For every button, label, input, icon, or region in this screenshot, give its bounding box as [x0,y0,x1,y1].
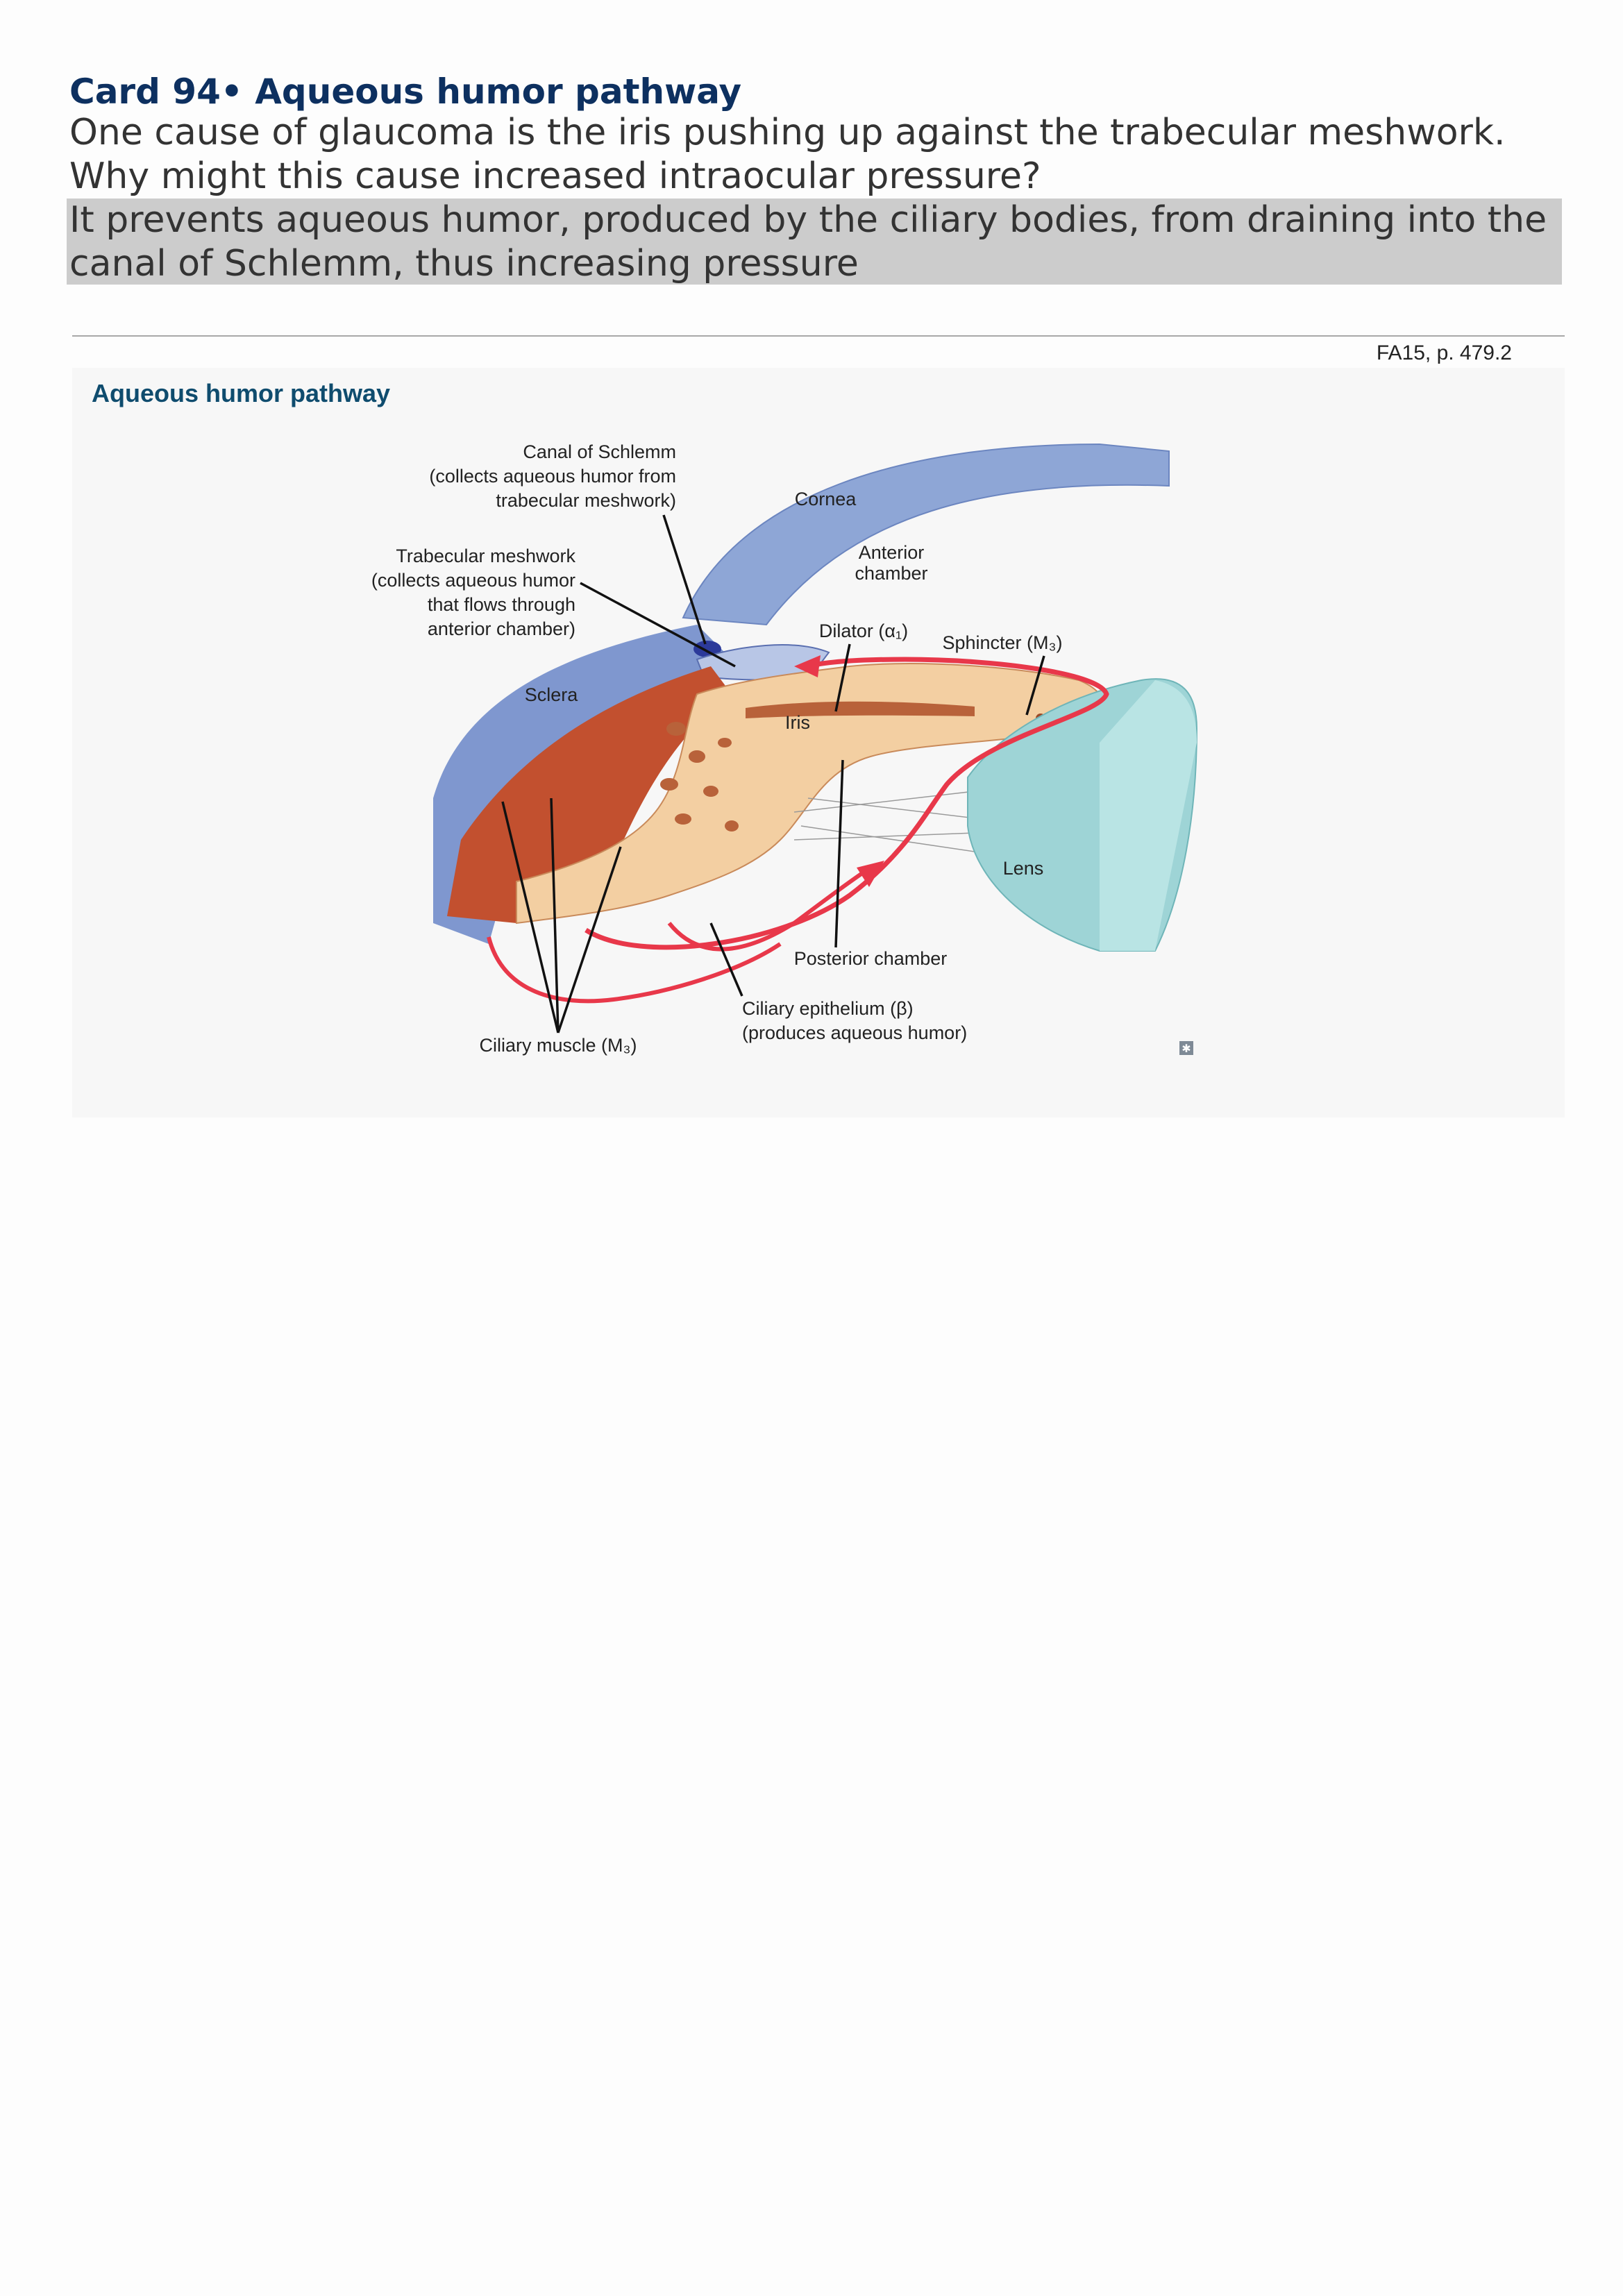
label-ciliary-epithelium: Ciliary epithelium (β) [742,998,914,1019]
label-trabecular-meshwork: (collects aqueous humor [371,570,575,591]
label-canal-of-schlemm: (collects aqueous humor from [429,466,676,487]
label-sclera: Sclera [525,684,579,705]
label-iris: Iris [785,712,810,733]
aqueous-flow-arrow [667,866,872,952]
answer-text: It prevents aqueous humor, produced by t… [67,199,1562,285]
answer-line: canal of Schlemm, thus increasing pressu… [69,243,859,285]
label-anterior-chamber: Anterior [859,542,925,563]
pointer-line [501,801,560,1033]
eye-anatomy-diagram: Canal of Schlemm (collects aqueous humor… [371,441,1198,1056]
expand-icon[interactable] [1179,1041,1193,1055]
label-anterior-chamber: chamber [855,563,927,584]
figure-title: Aqueous humor pathway [92,379,391,407]
label-cornea: Cornea [795,489,857,509]
pointer-line [550,797,560,1033]
answer-line: It prevents aqueous humor, produced by t… [69,199,1547,241]
card-title: Card 94• Aqueous humor pathway [69,71,742,112]
pointer-line [709,922,743,997]
cornea-shape [682,443,1170,626]
canal-of-schlemm [693,641,721,657]
label-canal-of-schlemm: trabecular meshwork) [496,490,676,511]
label-trabecular-meshwork: anterior chamber) [428,618,575,639]
page-reference: FA15, p. 479.2 [1376,341,1512,364]
aqueous-flow-arrow [487,936,782,1004]
pointer-line [662,514,707,645]
label-trabecular-meshwork: Trabecular meshwork [396,546,575,566]
iris-shape [516,663,1106,925]
ciliary-muscle-shape [447,666,732,923]
pointer-line [557,846,622,1033]
expand-icon-glyph: ✱ [1181,1042,1191,1055]
question-line: Why might this cause increased intraocul… [69,155,1041,197]
label-posterior-chamber: Posterior chamber [794,948,948,969]
question-line: One cause of glaucoma is the iris pushin… [69,112,1506,153]
divider [72,335,1565,337]
label-canal-of-schlemm: Canal of Schlemm [523,441,676,462]
aqueous-flow-arrow [585,657,1109,950]
label-sphincter: Sphincter (M₃) [942,632,1062,653]
label-ciliary-epithelium: (produces aqueous humor) [742,1022,967,1043]
flow-arrowhead [794,655,821,677]
pointer-line [834,759,844,948]
dilator-band [746,701,975,718]
lens-face [1100,680,1197,951]
pointer-line [834,643,851,712]
pointer-line [1025,655,1045,716]
ciliary-processes [660,722,739,832]
label-trabecular-meshwork: that flows through [428,594,575,615]
pointer-line [580,582,736,668]
flow-arrowhead [857,861,884,887]
label-ciliary-muscle: Ciliary muscle (M₃) [480,1035,637,1056]
zonular-fibers [793,791,989,854]
question-text: One cause of glaucoma is the iris pushin… [69,111,1555,199]
figure: Aqueous humor pathway [72,368,1565,1117]
trabecular-meshwork-shape [696,644,830,682]
label-dilator: Dilator (α₁) [819,621,908,641]
label-lens: Lens [1003,858,1044,879]
